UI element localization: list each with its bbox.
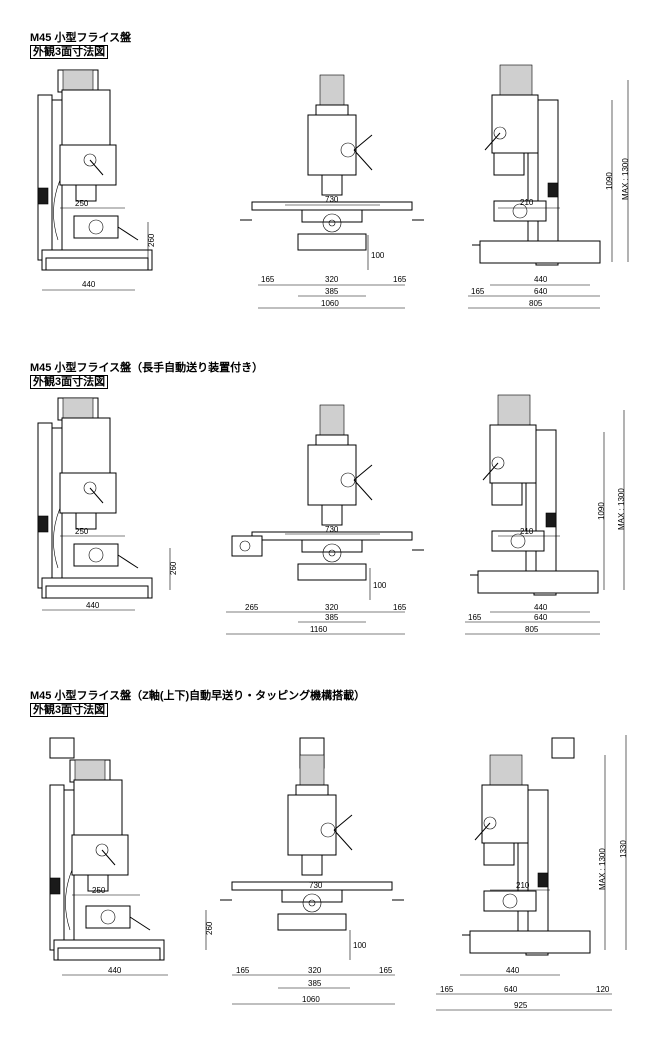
section-3-title: M45 小型フライス盤（Z軸(上下)自動早送り・タッピング機構搭載）	[30, 690, 366, 702]
front-view-3	[219, 754, 405, 931]
dim-front3-165-right: 165	[379, 966, 393, 975]
dim-front-320: 320	[325, 275, 339, 284]
dim-side2-260: 260	[169, 561, 178, 575]
dim-right-max-1300: MAX : 1300	[621, 158, 630, 200]
dim-side3-260: 260	[205, 921, 214, 935]
side-view-1	[37, 69, 153, 271]
dim-front2-165: 165	[393, 603, 407, 612]
section-2-subtitle: 外観3面寸法図	[30, 375, 109, 389]
dim-right-210: 210	[520, 198, 534, 207]
dim-front2-320: 320	[325, 603, 339, 612]
section-1-title: M45 小型フライス盤	[30, 32, 132, 44]
right-view-2	[469, 394, 599, 596]
section-2-title: M45 小型フライス盤（長手自動送り装置付き）	[30, 362, 264, 374]
dim-right-1090: 1090	[605, 172, 614, 190]
front-view-2	[239, 404, 425, 581]
side-view-2	[37, 397, 153, 599]
dim-right3-165: 165	[440, 985, 454, 994]
dim-right-165: 165	[471, 287, 485, 296]
dim-right3-640: 640	[504, 985, 518, 994]
section-1-subtitle: 外観3面寸法図	[30, 45, 109, 59]
dim-side2-250: 250	[75, 527, 89, 536]
dim-front-385: 385	[325, 287, 339, 296]
dim-right2-640: 640	[534, 613, 548, 622]
side-view-3	[49, 759, 165, 961]
dim-side3-250: 250	[92, 886, 106, 895]
dim-side-base-440: 440	[82, 280, 96, 289]
right-view-1	[471, 64, 601, 266]
dim-front3-320: 320	[308, 966, 322, 975]
dim-right3-210: 210	[516, 881, 530, 890]
dim-side2-440: 440	[86, 601, 100, 610]
dim-front-left-165: 165	[261, 275, 275, 284]
dim-right-440: 440	[534, 275, 548, 284]
dim-front3-100: 100	[353, 941, 367, 950]
dim-front2-100: 100	[373, 581, 387, 590]
dim-side-height-260: 260	[147, 233, 156, 247]
dim-front3-165-left: 165	[236, 966, 250, 975]
dim-right3-925: 925	[514, 1001, 528, 1010]
dim-front2-265: 265	[245, 603, 259, 612]
dim-right3-1330: 1330	[619, 840, 628, 858]
dim-front-table-730: 730	[325, 195, 339, 204]
dim-right2-1090: 1090	[597, 502, 606, 520]
dim-front-total-1060: 1060	[321, 299, 339, 308]
dim-front-right-165: 165	[393, 275, 407, 284]
section-3-subtitle: 外観3面寸法図	[30, 703, 109, 717]
right-view-3	[461, 754, 591, 956]
dim-side3-440: 440	[108, 966, 122, 975]
dim-right2-440: 440	[534, 603, 548, 612]
dim-right3-max-1300: MAX : 1300	[598, 848, 607, 890]
dim-right-640: 640	[534, 287, 548, 296]
dim-right3-120: 120	[596, 985, 610, 994]
dim-front-100: 100	[371, 251, 385, 260]
dim-front3-1060: 1060	[302, 995, 320, 1004]
dim-front3-385: 385	[308, 979, 322, 988]
dim-front2-385: 385	[325, 613, 339, 622]
dim-right2-max-1300: MAX : 1300	[617, 488, 626, 530]
dim-side-width-250: 250	[75, 199, 89, 208]
dim-front3-730: 730	[309, 881, 323, 890]
dim-right2-805: 805	[525, 625, 539, 634]
dim-right2-210: 210	[520, 527, 534, 536]
dim-front2-1160: 1160	[310, 625, 328, 634]
dim-front2-730: 730	[325, 525, 339, 534]
dim-right3-440: 440	[506, 966, 520, 975]
dim-right2-165: 165	[468, 613, 482, 622]
front-view-1	[239, 74, 425, 251]
dim-right-805: 805	[529, 299, 543, 308]
